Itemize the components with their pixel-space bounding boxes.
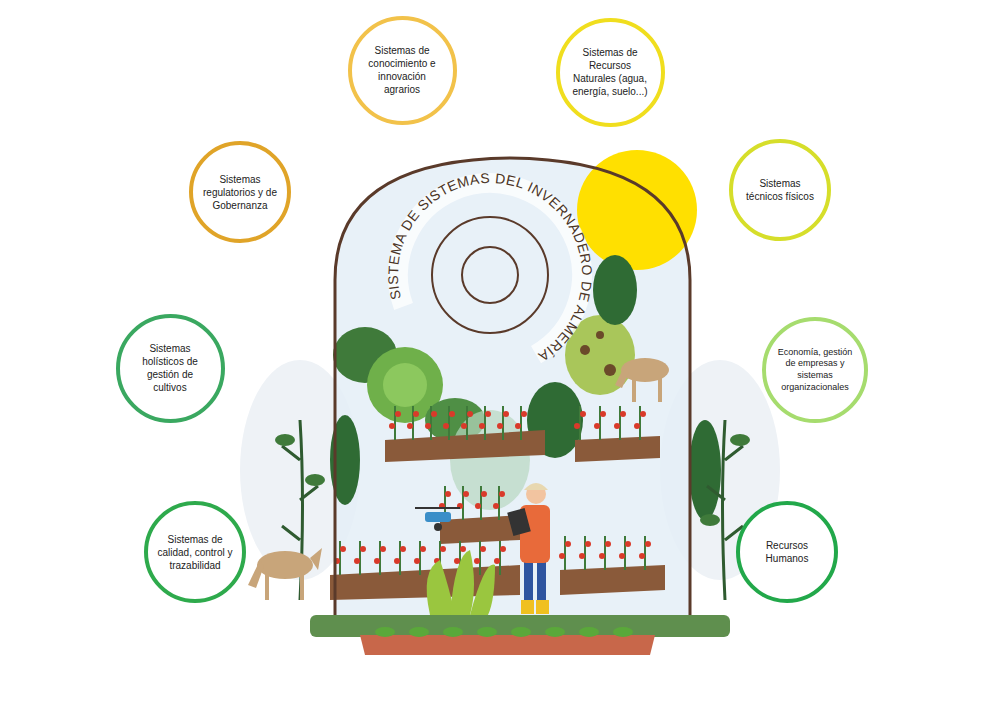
tomato-plants	[334, 406, 651, 575]
horse	[248, 548, 322, 600]
diagram-title: SISTEMA DE SISTEMAS DEL INVERNADERO DE A…	[385, 170, 595, 365]
circle-label: Sistemas regulatorios y de Gobernanza	[202, 173, 278, 212]
circle-label: Sistemas de Recursos Naturales (agua, en…	[572, 46, 648, 98]
system-circle: Sistemas de Recursos Naturales (agua, en…	[556, 18, 665, 127]
farmer	[507, 483, 550, 614]
soil-bed	[360, 635, 655, 655]
circle-label: Sistemas técnicos físicos	[742, 177, 818, 203]
circle-label: Sistemas de calidad, control y trazabili…	[157, 533, 233, 572]
ground-grass	[310, 615, 730, 637]
drone	[415, 508, 460, 531]
circle-label: Sistemas holísticos de gestión de cultiv…	[132, 342, 208, 394]
system-circle: Sistemas regulatorios y de Gobernanza	[189, 141, 291, 243]
system-circle: Sistemas holísticos de gestión de cultiv…	[116, 314, 225, 423]
crop-beds	[330, 430, 665, 600]
circle-label: Economía, gestión de empresas y sistemas…	[777, 347, 853, 394]
system-circle: Sistemas técnicos físicos	[729, 139, 831, 241]
lettuce	[427, 550, 495, 615]
horse	[615, 358, 669, 402]
circle-label: Sistemas de conocimiento e innovación ag…	[364, 44, 440, 96]
system-circle: Economía, gestión de empresas y sistemas…	[762, 317, 868, 423]
spiral-ring	[432, 217, 548, 333]
sprouts	[375, 627, 633, 637]
greenhouse-frame	[335, 158, 690, 625]
system-circle: Recursos Humanos	[736, 501, 838, 603]
trees	[275, 255, 750, 600]
system-circle: Sistemas de conocimiento e innovación ag…	[348, 16, 457, 125]
circle-label: Recursos Humanos	[749, 539, 825, 565]
spiral-ring	[462, 247, 518, 303]
system-circle: Sistemas de calidad, control y trazabili…	[144, 501, 246, 603]
